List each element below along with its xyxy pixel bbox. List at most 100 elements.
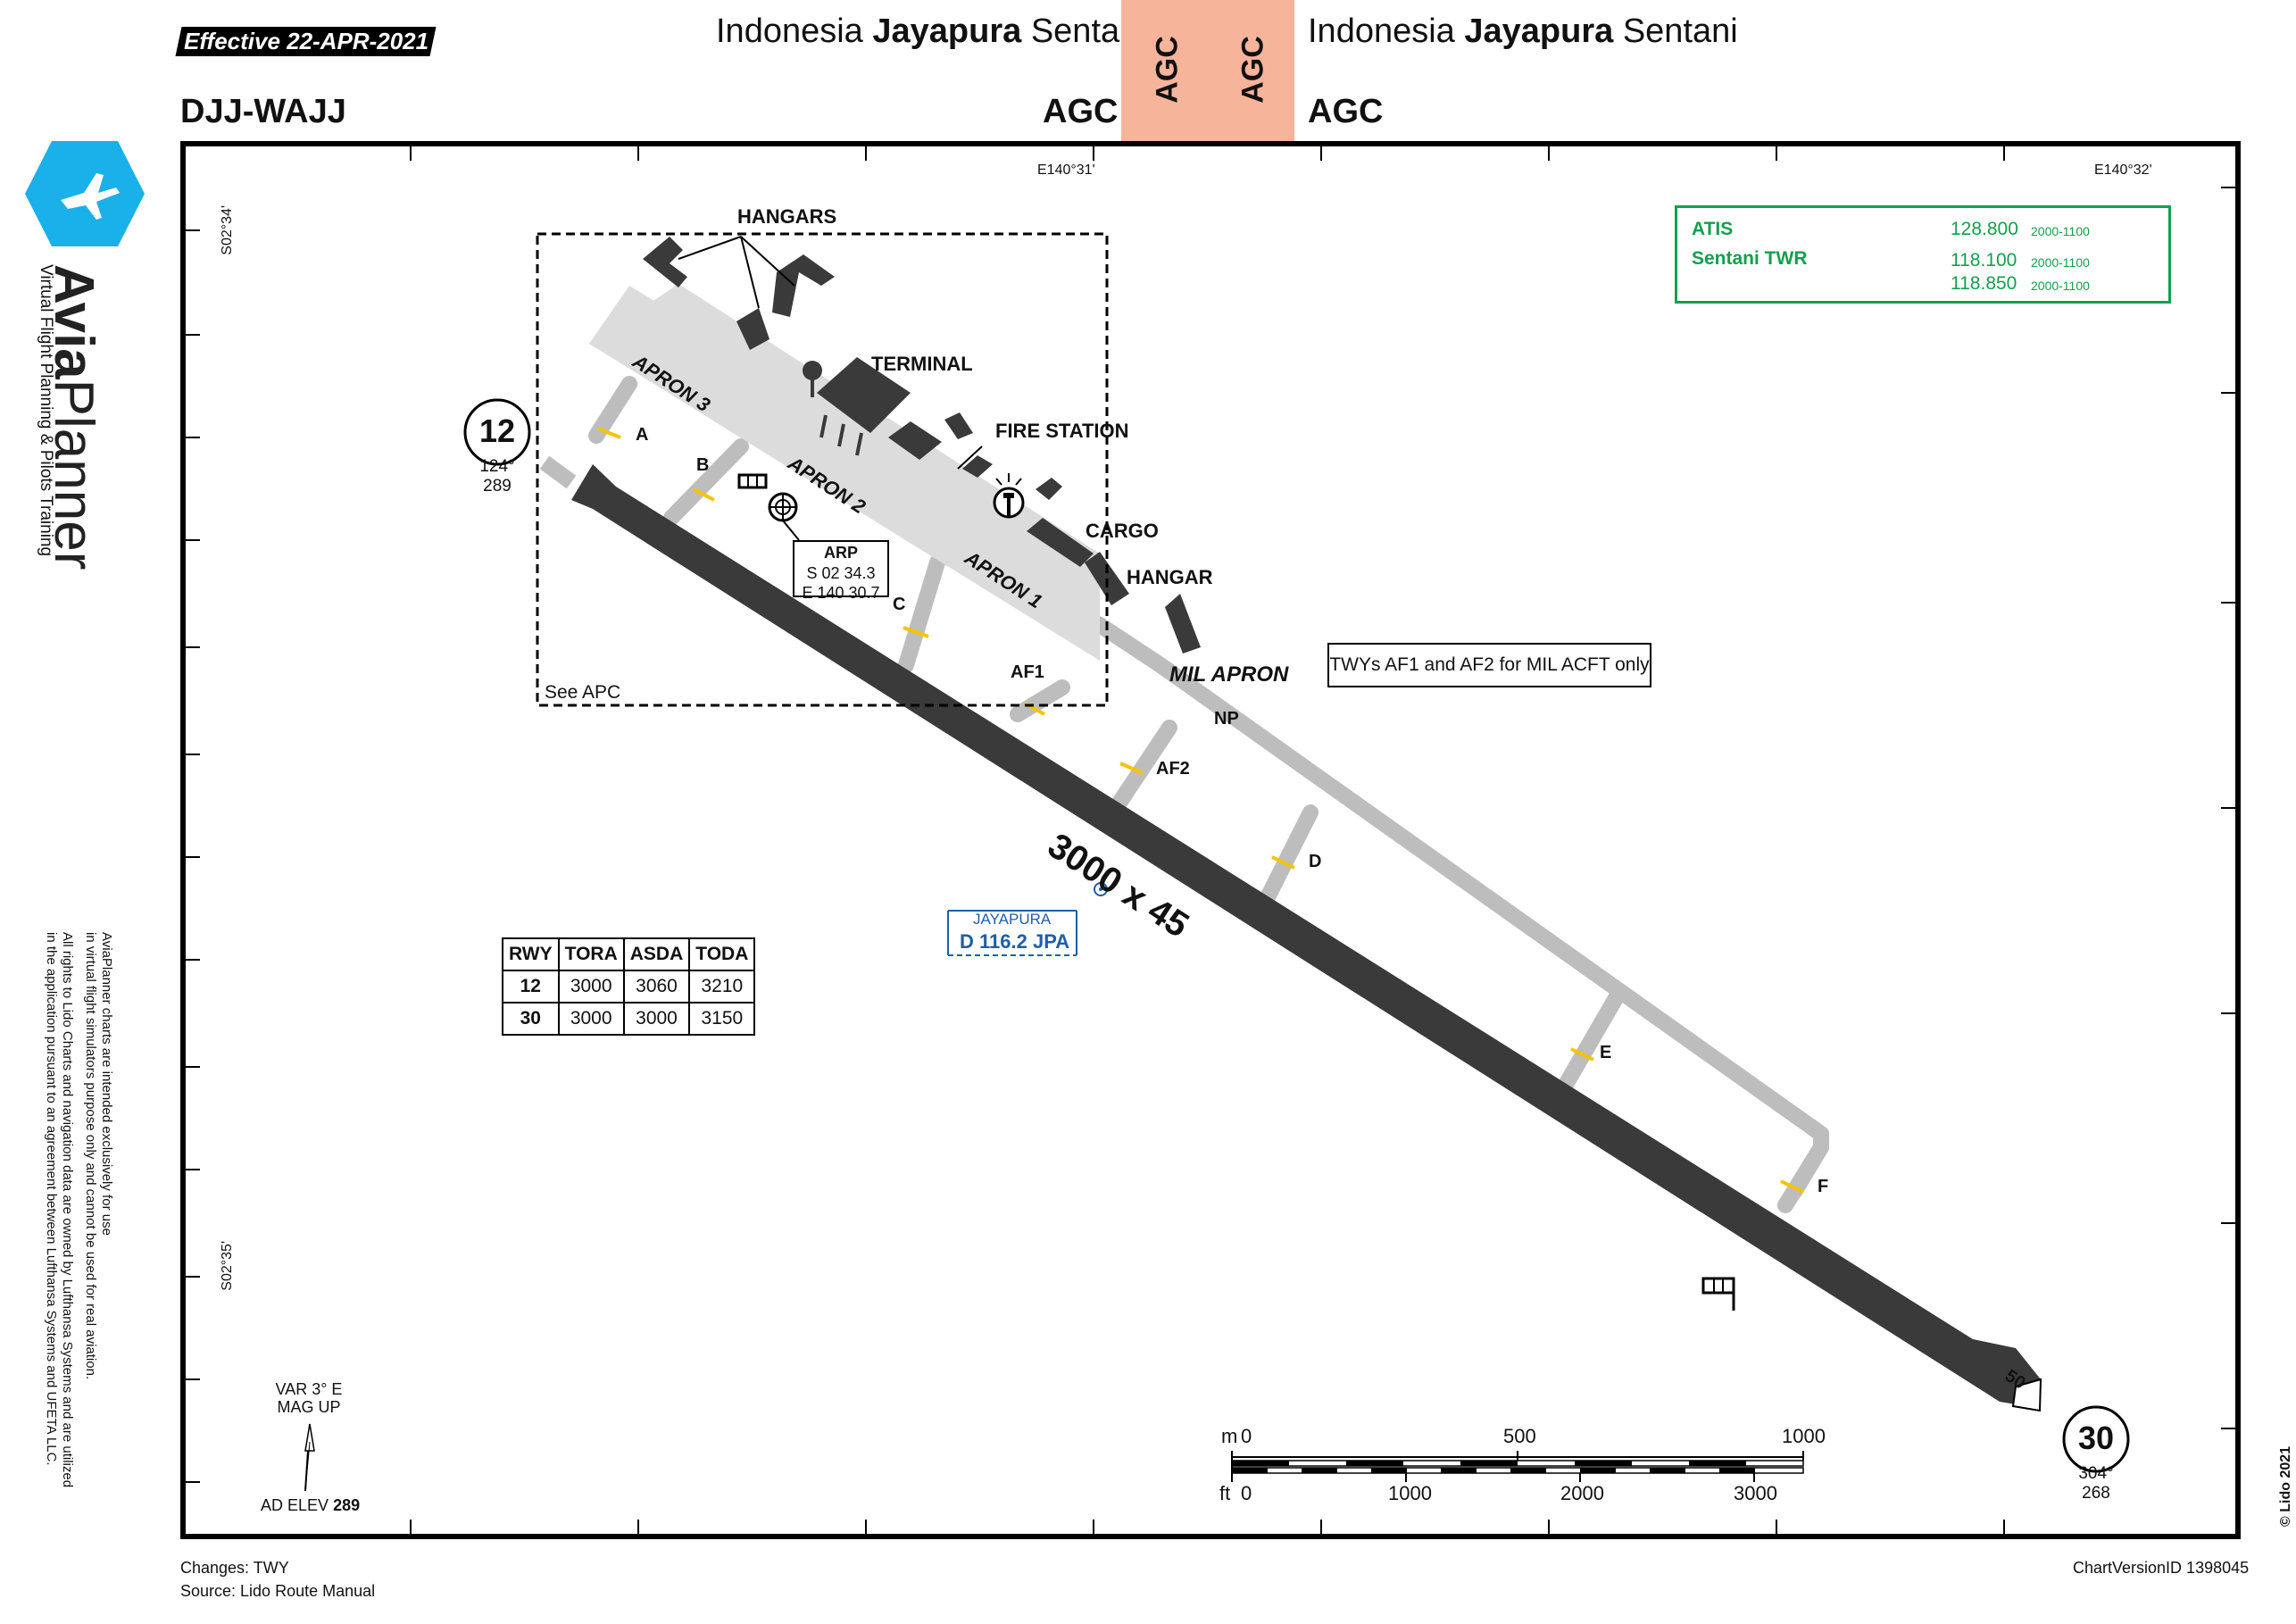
rwy12-circle [463, 398, 531, 466]
scale-m-tick-0: 0 [1241, 1425, 1252, 1447]
table-header-cell: TORA [557, 937, 625, 971]
taxiway-note: TWYs AF1 and AF2 for MIL ACFT only [1327, 643, 1651, 687]
changes-note: Changes: TWY [180, 1559, 289, 1577]
fire-station-label: FIRE STATION [995, 420, 1129, 442]
declared-distances-table: RWY TORA ASDA TODA 12 3000 3060 3210 30 … [502, 937, 756, 1036]
mag-up-label: MAG UP [277, 1398, 341, 1416]
windsock-icon-2 [1701, 1277, 1735, 1311]
taxiway-label-af1: AF1 [1011, 662, 1044, 682]
atis-hours: 2000-1100 [2031, 224, 2090, 238]
taxiway-label-d: D [1309, 852, 1322, 871]
terminal-label: TERMINAL [871, 353, 973, 375]
elevation-value: 289 [333, 1496, 361, 1514]
taxiway-label-np: NP [1214, 709, 1239, 729]
taxiway-label-b: B [696, 455, 710, 475]
scale-m-unit: m [1221, 1425, 1238, 1447]
chart-type-tab: AGC AGC [1121, 0, 1294, 141]
rwy12-designator: 12 [478, 412, 516, 449]
rwy30-circle [2062, 1405, 2130, 1473]
table-cell: 12 [502, 970, 560, 1004]
twr-label: Sentani TWR [1692, 248, 1808, 269]
scale-ft-unit: ft [1219, 1482, 1231, 1504]
table-header-row: RWY TORA ASDA TODA [502, 937, 756, 971]
taxiway-label-f: F [1818, 1177, 1829, 1196]
latitude-label-2: S02°35' [220, 1241, 235, 1291]
displaced-threshold-30 [2011, 1378, 2042, 1412]
jetways [811, 379, 863, 456]
airport-codes: DJJ-WAJJ [180, 93, 346, 130]
magnetic-variation: VAR 3° E [275, 1380, 343, 1398]
cargo-label: CARGO [1086, 520, 1159, 542]
aviaplanner-logo-icon [25, 141, 145, 246]
aerodrome-elevation: AD ELEV 289 [261, 1496, 360, 1515]
table-row: 12 3000 3060 3210 [502, 970, 756, 1004]
arp-longitude: E 140 30.7 [802, 584, 880, 602]
scale-ft-tick-3000: 3000 [1734, 1482, 1777, 1504]
frame-ticks [186, 146, 2235, 1534]
taxiway-label-e: E [1600, 1043, 1612, 1062]
chart-code-right: AGC [1308, 93, 1384, 130]
taxiway-label-af2: AF2 [1156, 759, 1190, 779]
latitude-label-1: S02°34' [220, 205, 235, 255]
scale-m-tick-500: 500 [1503, 1425, 1536, 1447]
taxiway-label-a: A [636, 425, 649, 445]
twr-frequency-1: 118.100 [1951, 250, 2017, 271]
arp-latitude: S 02 34.3 [806, 564, 876, 582]
north-arrow-icon [304, 1423, 315, 1492]
twr-hours-2: 2000-1100 [2031, 279, 2090, 293]
table-row: 30 3000 3000 3150 [502, 1002, 756, 1036]
rwy12-heading: 124° [479, 457, 515, 476]
source-note: Source: Lido Route Manual [180, 1582, 376, 1600]
buildings [643, 237, 1201, 654]
runway-12-30 [571, 464, 2041, 1406]
see-apc-label: See APC [545, 682, 621, 703]
arp-symbol [768, 492, 800, 541]
atis-frequency: 128.800 [1951, 219, 2018, 239]
navaid-ident: D 116.2 JPA [960, 930, 1070, 953]
chart-frame [180, 141, 2241, 1539]
elevation-label: AD ELEV [261, 1496, 329, 1514]
rwy30-elevation: 268 [2082, 1484, 2110, 1503]
chart-version-id: ChartVersionID 1398045 [2073, 1559, 2250, 1577]
longitude-label-2: E140°32' [2094, 162, 2152, 178]
twr-frequency-2: 118.850 [1951, 273, 2017, 294]
atis-label: ATIS [1692, 219, 1734, 239]
control-tower-icon [993, 473, 1025, 519]
rwy30-designator: 30 [2077, 1420, 2115, 1456]
table-cell: 3210 [688, 970, 756, 1004]
location-title-right: Indonesia Jayapura Sentani [1308, 12, 1738, 50]
table-cell: 3000 [557, 970, 625, 1004]
table-cell: 3150 [688, 1002, 756, 1036]
twr-hours-1: 2000-1100 [2031, 255, 2090, 270]
table-header-cell: RWY [502, 937, 560, 971]
chart-code-left: AGC [1043, 93, 1119, 130]
rwy12-elevation: 289 [483, 477, 512, 496]
scale-bar [1231, 1451, 1804, 1482]
arp-title: ARP [819, 542, 861, 563]
apc-boundary [536, 232, 1109, 707]
windsock-icon [737, 473, 768, 489]
taxiway-label-c: C [893, 595, 906, 614]
table-header-cell: ASDA [622, 937, 691, 971]
scale-ft-tick-0: 0 [1241, 1482, 1252, 1504]
scale-m-tick-1000: 1000 [1782, 1425, 1826, 1447]
hangars-leaders [678, 236, 983, 470]
table-header-cell: TODA [688, 937, 756, 971]
table-cell: 3000 [622, 1002, 691, 1036]
navaid-name: JAYAPURA [973, 911, 1052, 928]
holding-points [597, 427, 1804, 1194]
table-cell: 30 [502, 1002, 560, 1036]
table-cell: 3060 [622, 970, 691, 1004]
frequency-box: ATIS 128.800 2000-1100 Sentani TWR 118.1… [1675, 205, 2171, 304]
dme-navaid-icon [947, 882, 1108, 956]
mil-apron-label: MIL APRON [1169, 662, 1289, 687]
longitude-label-1: E140°31' [1037, 162, 1095, 178]
scale-ft-tick-2000: 2000 [1560, 1482, 1604, 1504]
hangars-label: HANGARS [737, 205, 837, 228]
scale-ft-tick-1000: 1000 [1388, 1482, 1432, 1504]
hangar-label: HANGAR [1127, 566, 1213, 588]
table-cell: 3000 [557, 1002, 625, 1036]
rwy30-heading: 304° [2078, 1464, 2114, 1483]
copyright-note: © Lido 2021 [2278, 1445, 2293, 1527]
